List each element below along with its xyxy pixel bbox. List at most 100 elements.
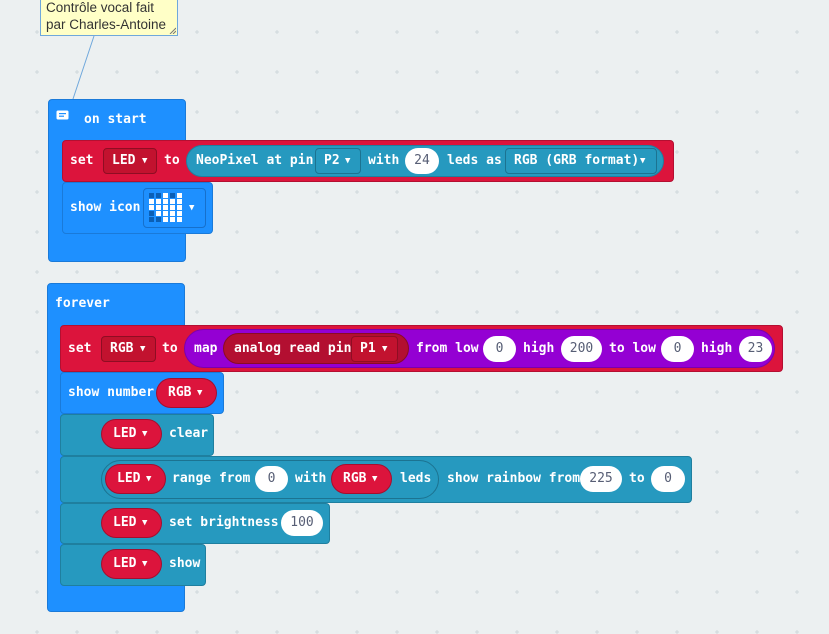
led-pixel xyxy=(149,205,154,210)
range-rgb-variable[interactable]: RGB ▼ xyxy=(331,464,392,494)
show-number-variable-value: RGB xyxy=(168,385,192,400)
from-low-input[interactable]: 0 xyxy=(483,336,516,362)
chevron-down-icon: ▼ xyxy=(197,388,203,398)
led-pixel xyxy=(149,211,154,216)
led-variable-dropdown[interactable]: LED ▼ xyxy=(103,148,157,174)
set-brightness-label: set brightness xyxy=(169,515,279,530)
range-from-label: range from xyxy=(172,471,251,486)
show-led-variable-value: LED xyxy=(113,556,137,571)
leds-as-label: leds as xyxy=(447,153,502,168)
led-count-input[interactable]: 24 xyxy=(405,148,439,174)
chevron-down-icon: ▼ xyxy=(146,474,152,484)
chevron-down-icon: ▼ xyxy=(140,344,146,354)
led-pixel xyxy=(177,193,182,198)
range-led-variable-value: LED xyxy=(117,471,141,486)
from-high-input[interactable]: 200 xyxy=(561,336,602,362)
brightness-led-variable-value: LED xyxy=(113,515,137,530)
range-with-label: with xyxy=(295,471,327,486)
led-pixel xyxy=(177,199,182,204)
led-pixel xyxy=(156,193,161,198)
chevron-down-icon: ▼ xyxy=(142,156,148,166)
clear-led-variable[interactable]: LED ▼ xyxy=(101,419,162,449)
show-rainbow-label: show rainbow from xyxy=(447,471,581,486)
led-pixel xyxy=(177,211,182,216)
chevron-down-icon: ▼ xyxy=(372,474,378,484)
comment-icon[interactable] xyxy=(56,110,70,122)
brightness-input[interactable]: 100 xyxy=(281,510,323,536)
led-pixel xyxy=(149,199,154,204)
led-pixel xyxy=(149,193,154,198)
rgb-variable-dropdown[interactable]: RGB ▼ xyxy=(101,336,156,362)
analog-pin-value: P1 xyxy=(360,341,376,356)
analog-read-label: analog read pin xyxy=(234,341,352,356)
led-pixel xyxy=(170,217,175,222)
rainbow-to-input[interactable]: 0 xyxy=(651,466,685,492)
range-rgb-variable-value: RGB xyxy=(343,471,367,486)
on-start-label: on start xyxy=(84,112,147,127)
led-pixel xyxy=(170,199,175,204)
with-label: with xyxy=(368,153,400,168)
rainbow-to-label: to xyxy=(629,471,645,486)
rgb-variable-value: RGB xyxy=(110,341,134,356)
high-label-2: high xyxy=(701,341,733,356)
led-pixel xyxy=(156,211,161,216)
led-pixel xyxy=(156,217,161,222)
rainbow-from-input[interactable]: 225 xyxy=(580,466,622,492)
pin-value: P2 xyxy=(324,153,340,168)
led-pixel xyxy=(163,211,168,216)
chevron-down-icon: ▼ xyxy=(142,518,148,528)
led-variable-value: LED xyxy=(112,153,136,168)
comment-note[interactable]: Contrôle vocal fait par Charles-Antoine xyxy=(40,0,178,36)
led-pixel xyxy=(156,205,161,210)
chevron-down-icon: ▼ xyxy=(382,344,388,354)
led-pixel xyxy=(177,217,182,222)
chevron-down-icon: ▼ xyxy=(142,429,148,439)
to-high-input[interactable]: 23 xyxy=(739,336,772,362)
to-low-input[interactable]: 0 xyxy=(661,336,694,362)
led-pixel xyxy=(156,199,161,204)
led-pixel xyxy=(177,205,182,210)
map-label: map xyxy=(194,341,218,356)
format-value: RGB (GRB format) xyxy=(514,153,640,168)
chevron-down-icon: ▼ xyxy=(189,203,195,213)
chevron-down-icon: ▼ xyxy=(345,156,351,166)
from-low-label: from low xyxy=(416,341,479,356)
led-pixel xyxy=(170,205,175,210)
chevron-down-icon: ▼ xyxy=(640,156,646,166)
show-number-variable[interactable]: RGB ▼ xyxy=(156,378,217,408)
led-pixel xyxy=(163,217,168,222)
comment-resize-icon[interactable] xyxy=(169,27,176,34)
comment-text-line1: Contrôle vocal fait xyxy=(46,0,155,15)
show-led-variable[interactable]: LED ▼ xyxy=(101,549,162,579)
led-matrix-icon xyxy=(149,193,182,222)
comment-text-line2: par Charles-Antoine xyxy=(46,17,167,32)
led-pixel xyxy=(149,217,154,222)
forever-label: forever xyxy=(55,296,110,311)
led-pixel xyxy=(170,193,175,198)
icon-dropdown[interactable]: ▼ xyxy=(143,188,206,228)
brightness-led-variable[interactable]: LED ▼ xyxy=(101,508,162,538)
to-low-label: to low xyxy=(609,341,656,356)
led-pixel xyxy=(163,205,168,210)
clear-led-variable-value: LED xyxy=(113,426,137,441)
show-icon-label: show icon xyxy=(70,200,141,215)
led-pixel xyxy=(170,211,175,216)
neopixel-label: NeoPixel at pin xyxy=(196,153,314,168)
chevron-down-icon: ▼ xyxy=(142,559,148,569)
led-pixel xyxy=(163,193,168,198)
range-from-input[interactable]: 0 xyxy=(255,466,288,492)
high-label: high xyxy=(523,341,555,356)
pin-dropdown[interactable]: P2 ▼ xyxy=(315,148,361,174)
show-label: show xyxy=(169,556,201,571)
range-leds-label: leds xyxy=(400,471,432,486)
clear-label: clear xyxy=(169,426,209,441)
led-pixel xyxy=(163,199,168,204)
to-label: to xyxy=(164,153,180,168)
range-led-variable[interactable]: LED ▼ xyxy=(105,464,166,494)
set-label-2: set xyxy=(68,341,92,356)
analog-pin-dropdown[interactable]: P1 ▼ xyxy=(351,336,398,362)
set-label: set xyxy=(70,153,94,168)
show-number-label: show number xyxy=(68,385,155,400)
to-label-2: to xyxy=(162,341,178,356)
format-dropdown[interactable]: RGB (GRB format)▼ xyxy=(505,148,657,174)
